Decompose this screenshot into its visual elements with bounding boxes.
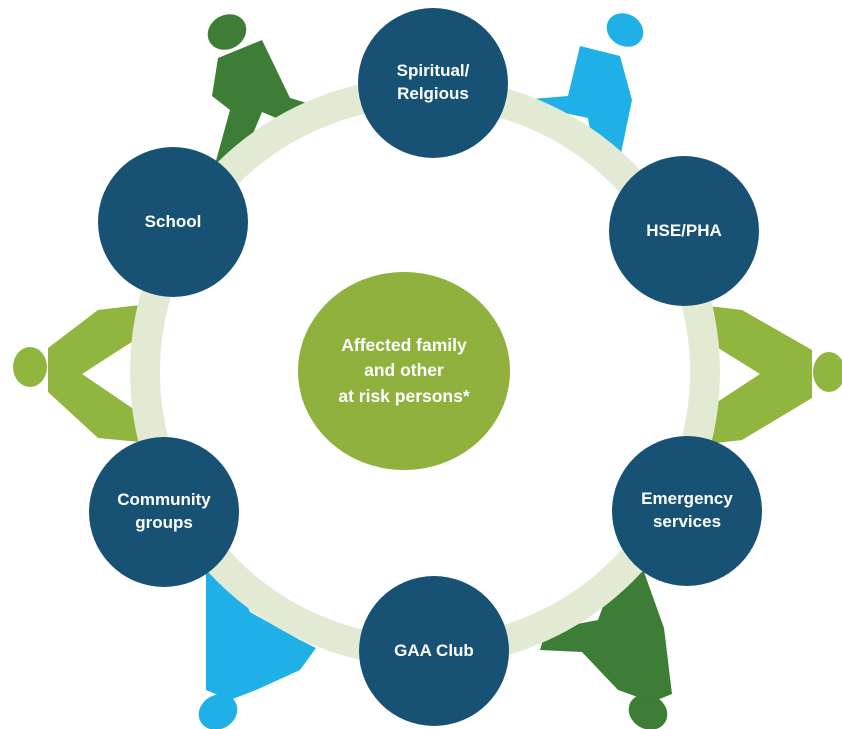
person-bottom-right [540,566,672,729]
node-hse-pha: HSE/PHA [609,156,759,306]
person-right [700,305,842,445]
node-emergency-services: Emergency services [612,436,762,586]
node-spiritual-religious: Spiritual/ Relgious [358,8,508,158]
node-school: School [98,147,248,297]
person-top-right [520,13,644,168]
node-gaa-club: GAA Club [359,576,509,726]
person-top-left [207,14,330,168]
person-bottom-left [198,566,316,729]
person-left [13,305,140,442]
node-community-groups: Community groups [89,437,239,587]
center-affected-family: Affected family and other at risk person… [298,272,510,470]
